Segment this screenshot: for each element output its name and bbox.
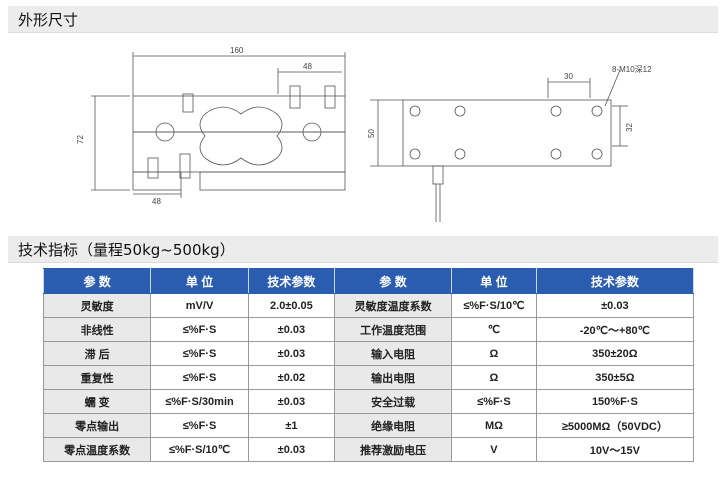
dim-thread: 8-M10深12 [612, 65, 652, 74]
unit-cell: ≤%F·S [150, 413, 249, 438]
table-row: 蠕 变 ≤%F·S/30min ±0.03 安全过载 ≤%F·S 150%F·S [42, 389, 695, 414]
param-cell: 工作温度范围 [334, 317, 453, 342]
spec-cell: ±0.02 [247, 365, 336, 390]
param-cell: 输出电阻 [334, 365, 453, 390]
param-cell: 输入电阻 [334, 341, 453, 366]
param-cell: 非线性 [42, 317, 152, 342]
spec-cell: 350±20Ω [535, 341, 695, 366]
unit-cell: V [451, 437, 537, 462]
spec-table: 参 数 单 位 技术参数 参 数 单 位 技术参数 灵敏度 mV/V 2.0±0… [42, 268, 695, 462]
table-row: 灵敏度 mV/V 2.0±0.05 灵敏度温度系数 ≤%F·S/10℃ ±0.0… [42, 293, 695, 318]
unit-cell: ≤%F·S [150, 341, 249, 366]
spec-cell: ±0.03 [247, 317, 336, 342]
section-header-dimensions: 外形尺寸 [8, 6, 718, 33]
spec-cell: ≥5000MΩ（50VDC） [535, 413, 695, 438]
param-cell: 重复性 [42, 365, 152, 390]
dim-vspacing: 32 [625, 123, 634, 132]
spec-cell: 2.0±0.05 [247, 293, 336, 318]
unit-cell: ≤%F·S/10℃ [150, 437, 249, 462]
spec-cell: 10V～15V [535, 437, 695, 462]
param-cell: 安全过载 [334, 389, 453, 414]
spec-cell: ±0.03 [247, 437, 336, 462]
section-header-specs: 技术指标（量程50kg~500kg） [8, 236, 718, 263]
unit-cell: ≤%F·S [150, 365, 249, 390]
param-cell: 零点输出 [42, 413, 152, 438]
spec-cell: 350±5Ω [535, 365, 695, 390]
unit-cell: mV/V [150, 293, 249, 318]
table-row: 滞 后 ≤%F·S ±0.03 输入电阻 Ω 350±20Ω [42, 341, 695, 366]
table-row: 重复性 ≤%F·S ±0.02 输出电阻 Ω 350±5Ω [42, 365, 695, 390]
dim-hole-bottom: 48 [152, 197, 161, 206]
technical-drawing: 160 48 48 72 50 30 8-M10深12 32 [0, 36, 726, 230]
unit-cell: ℃ [451, 317, 537, 342]
param-cell: 推荐激励电压 [334, 437, 453, 462]
section-title: 外形尺寸 [18, 11, 79, 29]
header-spec: 技术参数 [535, 268, 695, 294]
unit-cell: Ω [451, 365, 537, 390]
table-header-row: 参 数 单 位 技术参数 参 数 单 位 技术参数 [42, 268, 695, 294]
unit-cell: MΩ [451, 413, 537, 438]
header-param: 参 数 [334, 268, 453, 294]
spec-cell: ±1 [247, 413, 336, 438]
header-spec: 技术参数 [247, 268, 336, 294]
param-cell: 灵敏度 [42, 293, 152, 318]
unit-cell: ≤%F·S [451, 389, 537, 414]
spec-cell: ±0.03 [247, 341, 336, 366]
spec-cell: ±0.03 [247, 389, 336, 414]
param-cell: 滞 后 [42, 341, 152, 366]
param-cell: 绝缘电阻 [334, 413, 453, 438]
header-param: 参 数 [42, 268, 152, 294]
table-row: 零点温度系数 ≤%F·S/10℃ ±0.03 推荐激励电压 V 10V～15V [42, 437, 695, 462]
header-unit: 单 位 [451, 268, 537, 294]
param-cell: 蠕 变 [42, 389, 152, 414]
table-row: 非线性 ≤%F·S ±0.03 工作温度范围 ℃ -20℃～+80℃ [42, 317, 695, 342]
header-unit: 单 位 [150, 268, 249, 294]
section-title: 技术指标（量程50kg~500kg） [18, 241, 235, 259]
unit-cell: Ω [451, 341, 537, 366]
unit-cell: ≤%F·S [150, 317, 249, 342]
spec-cell: 150%F·S [535, 389, 695, 414]
dim-side-height: 50 [367, 129, 376, 138]
param-cell: 零点温度系数 [42, 437, 152, 462]
dim-height: 72 [76, 135, 85, 144]
unit-cell: ≤%F·S/10℃ [451, 293, 537, 318]
spec-cell: ±0.03 [535, 293, 695, 318]
table-row: 零点输出 ≤%F·S ±1 绝缘电阻 MΩ ≥5000MΩ（50VDC） [42, 413, 695, 438]
dim-hole: 48 [303, 62, 312, 71]
param-cell: 灵敏度温度系数 [334, 293, 453, 318]
dim-width: 160 [230, 46, 244, 55]
spec-cell: -20℃～+80℃ [535, 317, 695, 342]
unit-cell: ≤%F·S/30min [150, 389, 249, 414]
dim-spacing: 30 [564, 72, 573, 81]
